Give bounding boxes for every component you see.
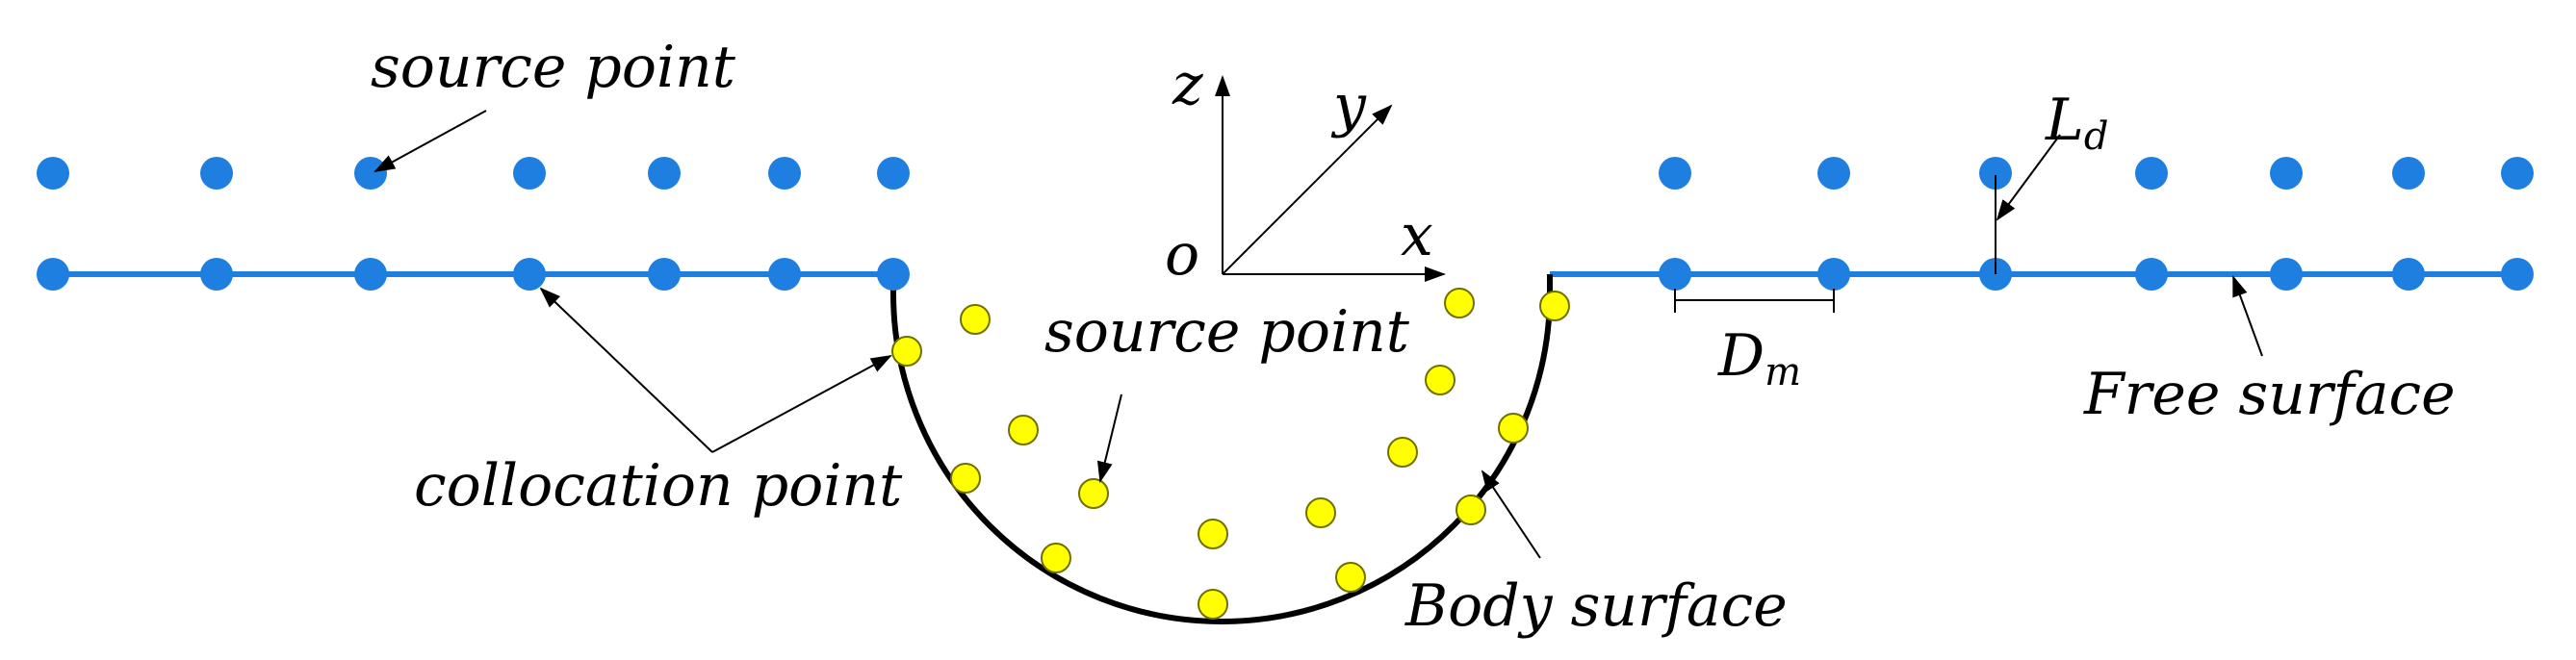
coordinate-axes bbox=[1215, 75, 1446, 282]
body-point bbox=[1008, 415, 1039, 445]
dm-label: Dm bbox=[1717, 322, 1801, 394]
body-point bbox=[960, 304, 991, 335]
axis-y-label: y bbox=[1330, 72, 1367, 140]
free-surface-source-point bbox=[877, 157, 910, 190]
body-point bbox=[1041, 543, 1071, 573]
free-surface-arrow bbox=[2232, 275, 2263, 357]
free-surface-source-point bbox=[1659, 157, 1691, 190]
origin-label: o bbox=[1165, 221, 1199, 289]
body-point bbox=[1425, 365, 1455, 395]
free-surface-label: Free surface bbox=[2083, 361, 2456, 428]
free-surface-source-point bbox=[648, 157, 681, 190]
free-surface-source-point bbox=[37, 157, 69, 190]
body-point bbox=[1539, 291, 1570, 321]
source-point-top-arrow bbox=[374, 110, 487, 172]
free-surface-source-point bbox=[1817, 157, 1850, 190]
free-surface-source-point bbox=[2501, 157, 2534, 190]
body-point bbox=[1305, 497, 1336, 528]
free-surface-collocation-point bbox=[37, 258, 69, 291]
body-point bbox=[1444, 288, 1475, 318]
body-surface-arrow bbox=[1481, 470, 1541, 559]
free-surface-collocation-point bbox=[648, 258, 681, 291]
free-surface-source-point bbox=[1979, 157, 2012, 190]
free-surface-collocation-point bbox=[2501, 258, 2534, 291]
body-point bbox=[891, 336, 922, 367]
axis-x-label: x bbox=[1401, 202, 1433, 269]
body-point bbox=[1387, 437, 1418, 468]
body-point bbox=[1198, 519, 1228, 549]
body-point bbox=[1078, 478, 1109, 509]
collocation-point-label: collocation point bbox=[414, 452, 903, 520]
free-surface-source-point bbox=[200, 157, 233, 190]
free-surface-collocation-point bbox=[1659, 258, 1691, 291]
collocation-arrow-left bbox=[539, 287, 713, 453]
free-surface-collocation-point bbox=[877, 258, 910, 291]
body-surface-label: Body surface bbox=[1404, 572, 1788, 640]
free-surface-collocation-point bbox=[1817, 258, 1850, 291]
source-point-inner-label: source point bbox=[1044, 298, 1410, 366]
body-point bbox=[1198, 589, 1228, 620]
ld-dimension bbox=[1995, 134, 2061, 274]
free-surface-collocation-point bbox=[513, 258, 546, 291]
free-surface-source-point bbox=[2135, 157, 2168, 190]
axis-z-label: z bbox=[1172, 51, 1203, 118]
body-point bbox=[1335, 562, 1366, 593]
body-point bbox=[950, 463, 981, 494]
free-surface-collocation-point bbox=[768, 258, 801, 291]
free-surface-source-point bbox=[768, 157, 801, 190]
free-surface-source-point bbox=[513, 157, 546, 190]
point-layer bbox=[37, 157, 2534, 620]
source-point-inner-arrow bbox=[1096, 393, 1122, 483]
source-point-top-label: source point bbox=[371, 34, 736, 101]
body-point bbox=[1498, 413, 1529, 444]
body-point bbox=[1455, 495, 1486, 525]
free-surface-collocation-point bbox=[354, 258, 387, 291]
free-surface-source-point bbox=[354, 157, 387, 190]
free-surface-source-point bbox=[2392, 157, 2425, 190]
free-surface-collocation-point bbox=[2270, 258, 2303, 291]
free-surface-collocation-point bbox=[2135, 258, 2168, 291]
collocation-arrow-right bbox=[711, 355, 892, 453]
free-surface-source-point bbox=[2270, 157, 2303, 190]
free-surface-collocation-point bbox=[200, 258, 233, 291]
ld-label: Ld bbox=[2045, 87, 2108, 159]
dm-dimension bbox=[1674, 289, 1835, 313]
free-surface-collocation-point bbox=[2392, 258, 2425, 291]
